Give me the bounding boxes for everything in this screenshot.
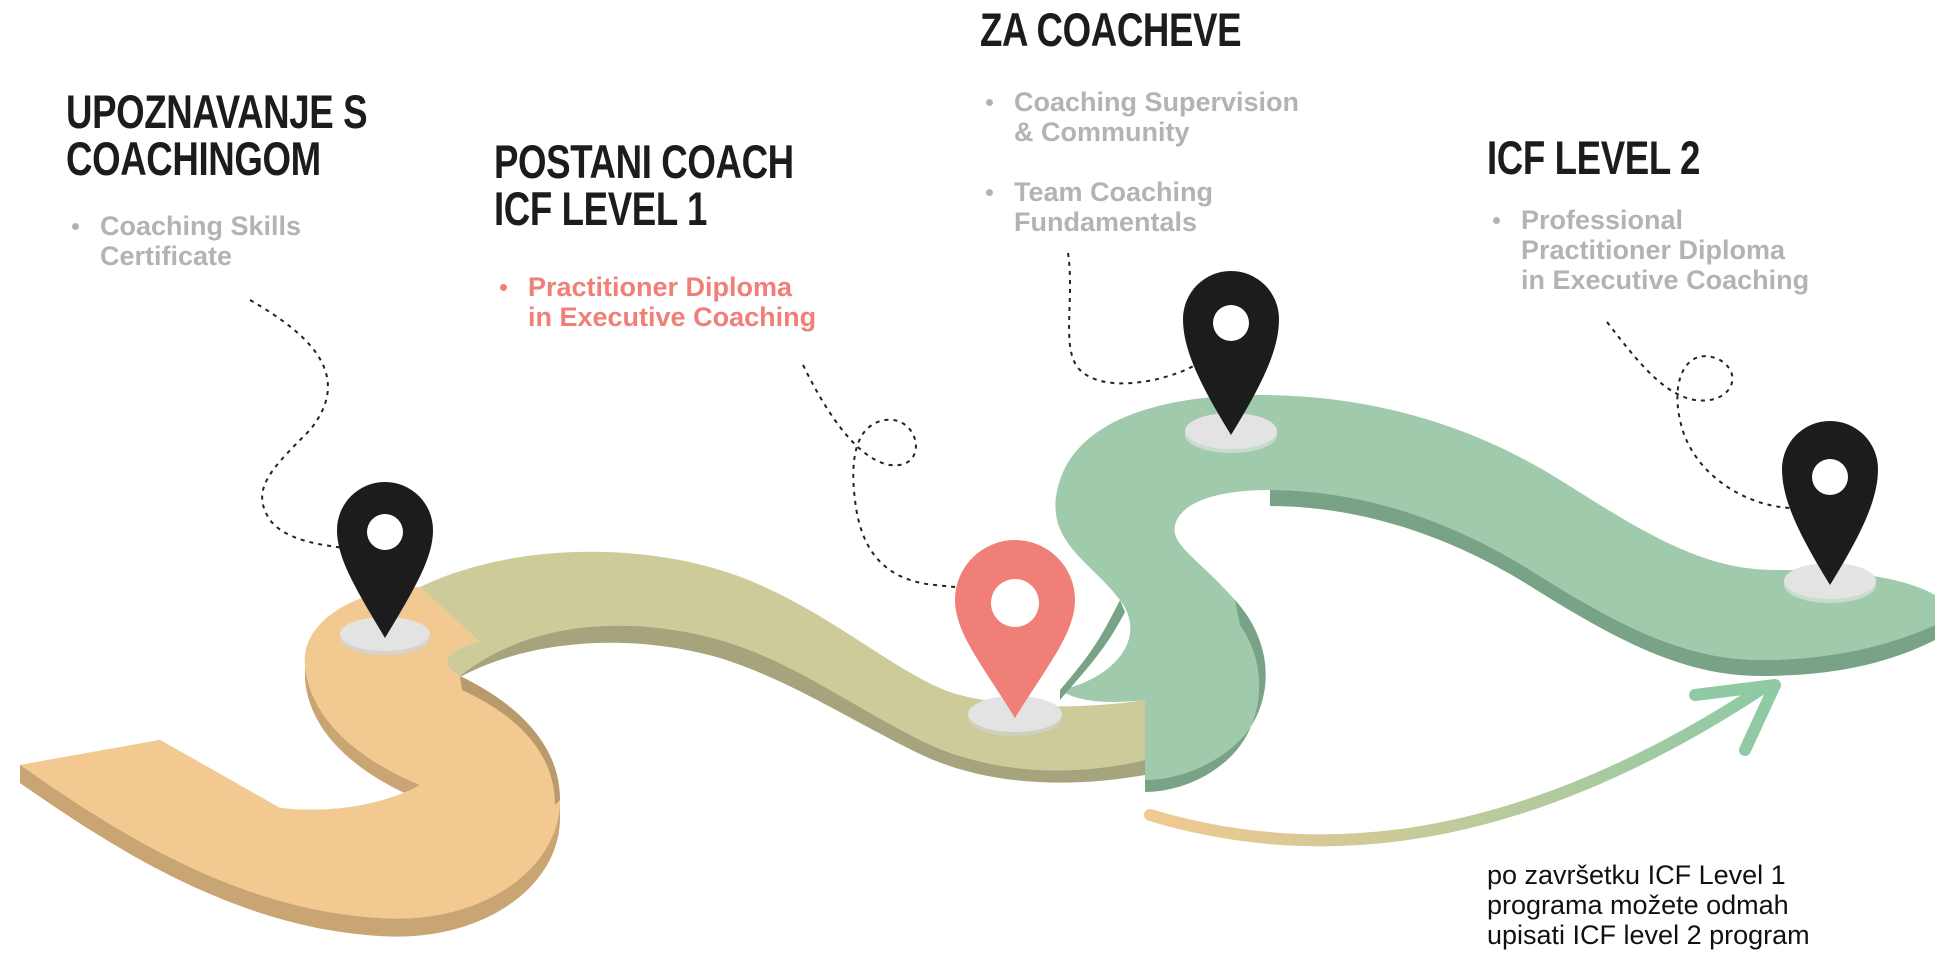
path-segment-orange: [20, 587, 560, 937]
path-segment-olive-top: [420, 551, 1145, 771]
stage-4: ICF LEVEL 2 Professional Practitioner Di…: [1487, 134, 1809, 325]
program-item-line: in Executive Coaching: [528, 302, 817, 332]
curved-arrow-icon: [1144, 679, 1781, 847]
program-item: Team Coaching Fundamentals: [980, 177, 1315, 237]
stage-title-line: UPOZNAVANJE S: [66, 85, 368, 138]
program-item-line: Coaching Skills: [100, 211, 302, 241]
map-pin-icon: [1183, 271, 1279, 453]
stage-1: UPOZNAVANJE S COACHINGOM Coaching Skills…: [66, 88, 452, 301]
map-pin-icon: [955, 540, 1075, 736]
program-item-line: Practitioner Diploma: [528, 272, 793, 302]
program-item-line: & Community: [1014, 117, 1190, 147]
stage-title: ICF LEVEL 2: [1487, 134, 1738, 181]
program-item-line: Coaching Supervision: [1014, 87, 1300, 117]
map-pin-icon: [1782, 421, 1878, 603]
map-pin-icon: [337, 482, 433, 655]
stage-title: UPOZNAVANJE S COACHINGOM: [66, 85, 368, 185]
stage-title: ZA COACHEVE: [980, 3, 1242, 56]
level-2-note: po završetku ICF Level 1 programa možete…: [1487, 860, 1810, 950]
stage-title-line: POSTANI COACH: [494, 135, 794, 188]
path-segment-green-inner: [1060, 600, 1125, 700]
connector-stage-4: [1606, 321, 1791, 509]
program-item-highlighted: Practitioner Diploma in Executive Coachi…: [494, 272, 878, 332]
stage-items: Coaching Supervision & Community Team Co…: [980, 87, 1315, 237]
connector-stage-3: [1067, 252, 1196, 385]
stage-title-line: ZA COACHEVE: [980, 3, 1242, 56]
note-line: po završetku ICF Level 1: [1487, 860, 1786, 890]
dotted-connectors: [249, 252, 1791, 589]
stage-items: Practitioner Diploma in Executive Coachi…: [494, 272, 878, 332]
stage-title-line: ICF LEVEL 2: [1487, 131, 1701, 184]
program-item: Professional Practitioner Diploma in Exe…: [1487, 205, 1809, 295]
stage-items: Professional Practitioner Diploma in Exe…: [1487, 205, 1809, 295]
program-item-line: Team Coaching: [1014, 177, 1214, 207]
path-segment-olive-inner: [460, 676, 560, 805]
program-item: Coaching Supervision & Community: [980, 87, 1315, 147]
stage-3: ZA COACHEVE Coaching Supervision & Commu…: [980, 6, 1315, 267]
stage-title: POSTANI COACH ICF LEVEL 1: [494, 138, 794, 232]
path-segment-orange-edge: [20, 765, 560, 937]
path-segment-green: [1055, 395, 1935, 792]
program-item-line: Fundamentals: [1014, 207, 1198, 237]
stage-title-line: ICF LEVEL 1: [494, 182, 708, 235]
note-line: upisati ICF level 2 program: [1487, 920, 1810, 950]
path-segment-green-side-2: [1270, 490, 1935, 676]
connector-stage-1: [249, 299, 346, 549]
path-segment-olive-side: [460, 625, 1145, 783]
program-item-line: in Executive Coaching: [1521, 265, 1810, 295]
path-segment-olive: [420, 551, 1145, 805]
stage-items: Coaching Skills Certificate: [66, 211, 452, 271]
program-item: Coaching Skills Certificate: [66, 211, 452, 271]
stage-2: POSTANI COACH ICF LEVEL 1 Practitioner D…: [494, 138, 878, 362]
stage-title-line: COACHINGOM: [66, 132, 321, 185]
note-line: programa možete odmah: [1487, 890, 1789, 920]
program-item-line: Professional: [1521, 205, 1684, 235]
program-item-line: Certificate: [100, 241, 233, 271]
path-segment-orange-top: [20, 587, 560, 919]
path-segment-green-top: [1055, 395, 1935, 780]
connector-stage-2: [802, 364, 971, 589]
program-item-line: Practitioner Diploma: [1521, 235, 1786, 265]
winding-path: [20, 395, 1935, 937]
